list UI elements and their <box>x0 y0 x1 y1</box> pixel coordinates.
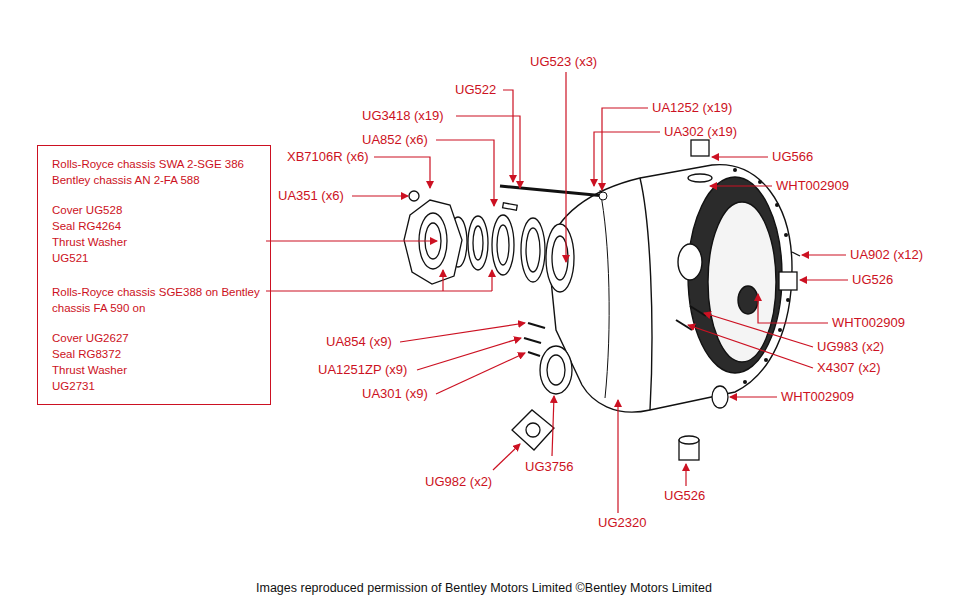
part-number-label: UA302 (x19) <box>664 124 737 140</box>
part-number-label: WHT002909 <box>832 315 905 331</box>
copyright-caption: Images reproduced permission of Bentley … <box>256 580 712 596</box>
part-number-label: XB7106R (x6) <box>287 149 369 165</box>
part-number-label: WHT002909 <box>781 389 854 405</box>
chassis-note-text: Rolls-Royce chassis SWA 2-SGE 386 Bentle… <box>52 156 262 188</box>
part-number-label: UG983 (x2) <box>817 339 884 355</box>
part-number-label: UA854 (x9) <box>326 334 392 350</box>
part-number-label: UA852 (x6) <box>362 132 428 148</box>
chassis-note-text: Cover UG528 Seal RG4264 Thrust Washer UG… <box>52 202 142 266</box>
part-number-label: UA301 (x9) <box>362 386 428 402</box>
part-number-label: UG526 <box>852 272 893 288</box>
part-number-label: UG526 <box>664 488 705 504</box>
part-number-label: UG3418 (x19) <box>362 108 444 124</box>
part-number-label: UG523 (x3) <box>530 54 597 70</box>
chassis-note-text: Cover UG2627 Seal RG8372 Thrust Washer U… <box>52 330 142 394</box>
part-number-label: UA351 (x6) <box>278 188 344 204</box>
part-number-label: WHT002909 <box>776 178 849 194</box>
part-number-label: UA902 (x12) <box>850 247 923 263</box>
part-number-label: X4307 (x2) <box>817 360 881 376</box>
part-number-label: UA1252 (x19) <box>652 100 732 116</box>
part-number-label: UG2320 <box>598 515 646 531</box>
part-number-label: UG3756 <box>525 459 573 475</box>
chassis-note-text: Rolls-Royce chassis SGE388 on Bentley ch… <box>52 284 262 316</box>
part-number-label: UG566 <box>772 149 813 165</box>
part-number-label: UA1251ZP (x9) <box>318 362 407 378</box>
part-number-label: UG982 (x2) <box>425 474 492 490</box>
part-number-label: UG522 <box>455 82 496 98</box>
chassis-note-box: Rolls-Royce chassis SWA 2-SGE 386 Bentle… <box>37 145 271 405</box>
